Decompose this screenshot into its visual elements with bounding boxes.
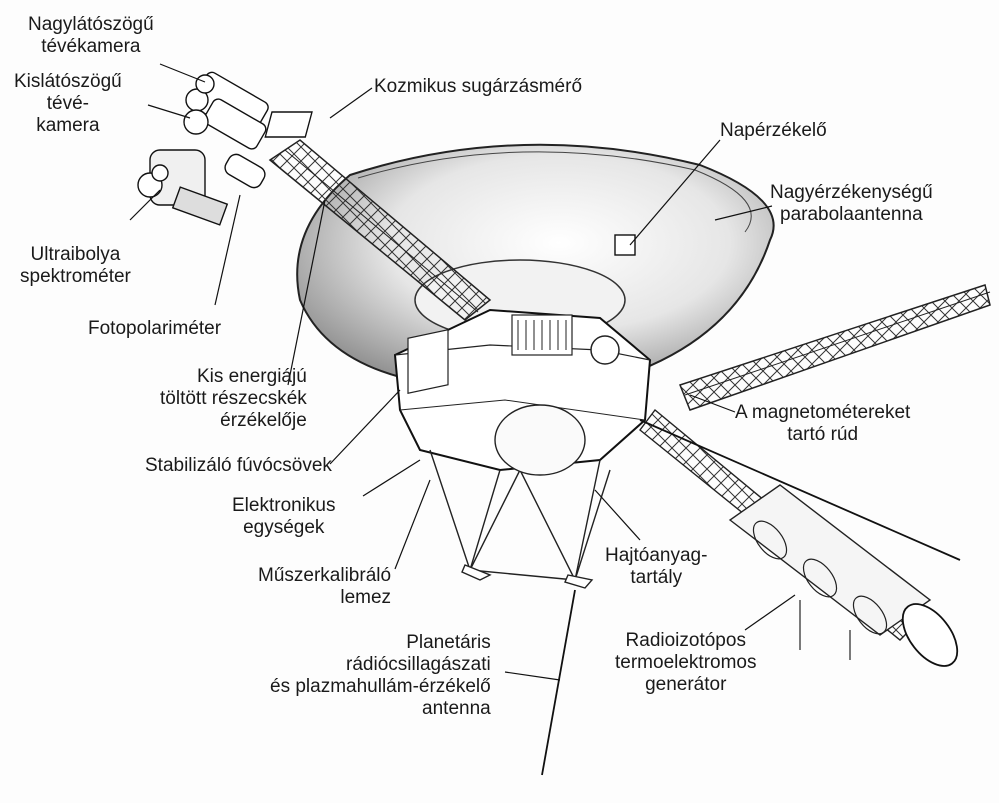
- science-boom: [268, 139, 492, 321]
- label-propellant-tank: Hajtóanyag-tartály: [605, 545, 708, 588]
- leader-lines: [129, 63, 796, 681]
- spacecraft-bus: [393, 308, 652, 472]
- sun-sensor: [614, 234, 636, 256]
- cosmic-ray-instrument: [264, 111, 313, 138]
- lower-structure: [429, 404, 611, 589]
- label-sun-sensor: Napérzékelő: [720, 120, 827, 141]
- magnetometer-boom: [679, 284, 991, 411]
- rtg-boom: [639, 408, 959, 667]
- label-thrusters: Stabilizáló fúvócsövek: [145, 455, 332, 476]
- label-cosmic-ray: Kozmikus sugárzásmérő: [374, 76, 583, 97]
- scan-platform: [137, 71, 269, 226]
- planetary-radio-antenna: [541, 419, 961, 776]
- label-photopolarimeter: Fotopolariméter: [88, 318, 222, 339]
